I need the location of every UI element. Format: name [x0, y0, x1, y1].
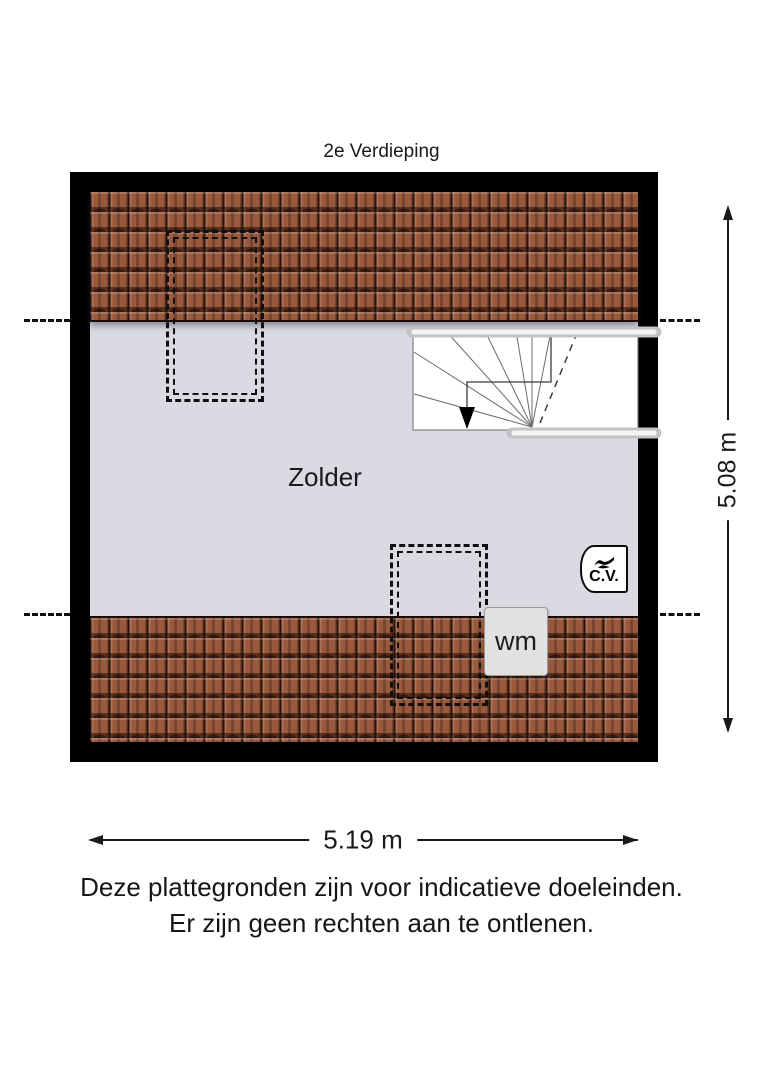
roofline-dash-left-top [24, 319, 70, 322]
height-dimension-label: 5.08 m [709, 419, 747, 521]
disclaimer-line-2: Er zijn geen rechten aan te ontlenen. [169, 908, 594, 938]
room-label-zolder: Zolder [288, 462, 362, 492]
dimension-arrow-down-icon [723, 718, 733, 733]
dimension-arrow-up-icon [723, 205, 733, 220]
boiler-label: C.V. [589, 567, 619, 585]
stair-floor-opening [412, 330, 639, 431]
page-title: 2e Verdieping [323, 141, 440, 162]
roofline-dash-right-top [660, 319, 700, 322]
floorplan-outer-wall: Zolder C.V. wm [70, 172, 662, 762]
stair-treads [413, 330, 552, 428]
roof-tiles-bottom [90, 616, 638, 742]
stair-walk-line [466, 331, 552, 424]
dimension-arrow-left-icon [88, 835, 103, 845]
stair-railing [406, 326, 662, 439]
skylight-window-bottom-inner-frame [397, 551, 481, 699]
skylight-window-top [166, 230, 264, 402]
roofline-dash-left-bottom [24, 613, 70, 616]
floorplan-interior: Zolder C.V. wm [90, 192, 638, 742]
washing-machine: wm [484, 607, 548, 676]
disclaimer-line-1: Deze plattegronden zijn voor indicatieve… [80, 872, 683, 902]
washing-machine-label: wm [495, 626, 537, 656]
width-dimension-label: 5.19 m [309, 824, 417, 856]
flame-icon [594, 556, 614, 568]
staircase [406, 326, 662, 439]
skylight-window-bottom [390, 544, 488, 706]
roofline-dash-right-bottom [660, 613, 700, 616]
disclaimer: Deze plattegronden zijn voor indicatieve… [0, 869, 763, 941]
roof-tiles-top [90, 192, 638, 322]
down-arrow-icon [459, 407, 475, 429]
skylight-window-top-inner-frame [173, 237, 257, 395]
central-heating-boiler: C.V. [580, 545, 628, 593]
stair-cut-line [539, 332, 578, 424]
dimension-arrow-right-icon [623, 835, 638, 845]
